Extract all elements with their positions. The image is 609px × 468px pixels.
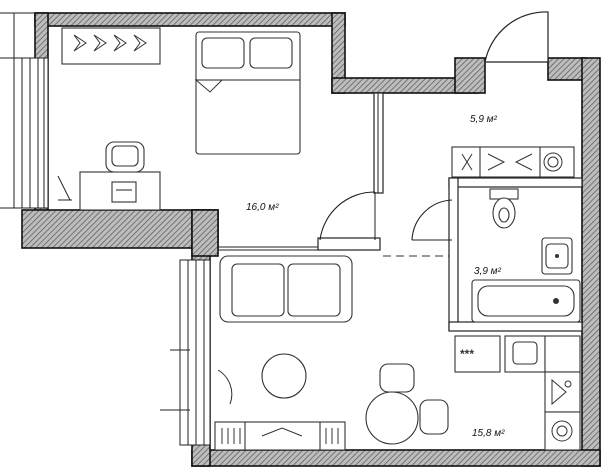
bathtub <box>471 279 581 323</box>
hob-glyph: *** <box>460 347 474 361</box>
wall-top-bedroom <box>34 12 346 27</box>
bathroom-area-label: 3,9 м² <box>474 266 502 277</box>
wardrobe <box>61 27 161 65</box>
bathroom-sink <box>541 237 573 275</box>
exterior-walls <box>21 12 601 467</box>
kitchen-living-area-label: 15,8 м² <box>472 428 505 439</box>
desk <box>79 171 161 211</box>
double-bed <box>194 31 301 155</box>
window-living-left <box>160 259 211 446</box>
wall-bottom <box>191 449 601 467</box>
interior-walls <box>218 92 583 332</box>
entrance-door <box>484 11 549 63</box>
desk-chair <box>105 141 145 173</box>
wall-entrance-right <box>547 57 587 81</box>
bedroom-door <box>319 191 376 241</box>
sofa <box>219 255 353 323</box>
toilet <box>489 188 519 229</box>
dining-table <box>365 363 449 445</box>
bedroom-area-label: 16,0 м² <box>246 202 279 213</box>
hall-cabinet <box>451 146 575 178</box>
coffee-table <box>261 353 307 399</box>
radiator-living <box>217 369 233 405</box>
radiator-bedroom <box>57 175 72 201</box>
wall-corner-living <box>191 209 219 257</box>
hall-area-label: 5,9 м² <box>470 114 498 125</box>
bathroom-door <box>411 199 453 241</box>
wall-entrance-left <box>454 57 486 94</box>
wall-right <box>581 57 601 467</box>
tv-stand <box>214 421 346 451</box>
kitchen-counter: *** <box>454 335 581 451</box>
window-bedroom-left <box>0 12 49 209</box>
wall-bedroom-bottom <box>21 209 219 249</box>
